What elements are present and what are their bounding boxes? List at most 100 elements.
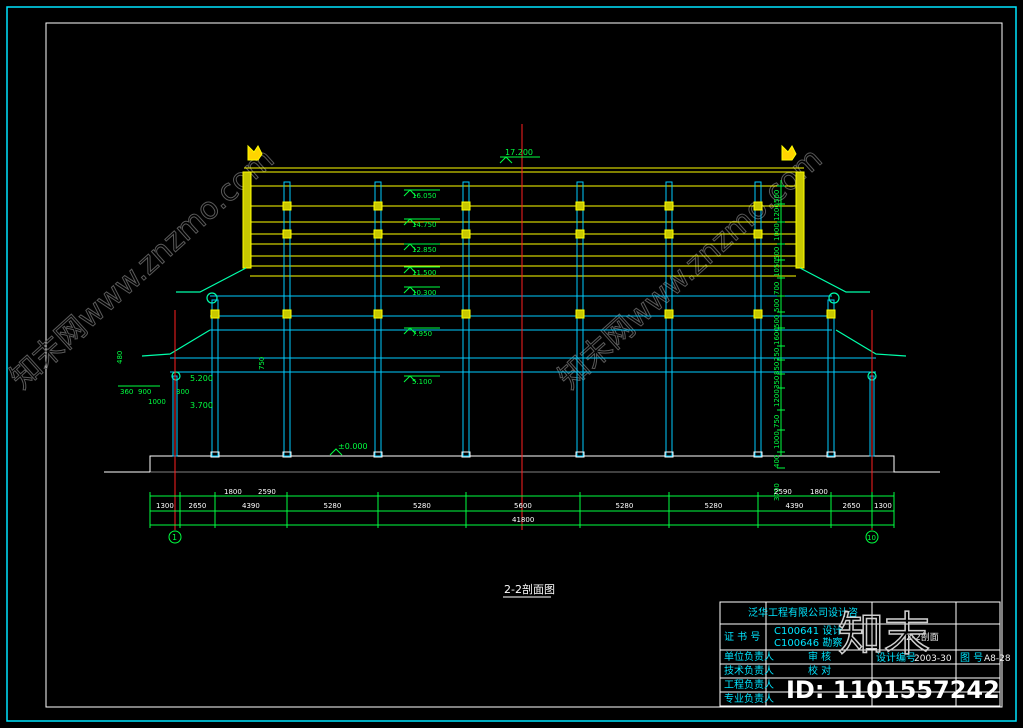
sub-dims: 1800 2590 2590 1800: [224, 488, 828, 496]
beam-joint: [575, 229, 585, 239]
left-dim-900: 900: [138, 388, 151, 396]
ridge-elevation-label: 17.200: [505, 148, 533, 157]
ground-elevation: ±0.000: [329, 442, 368, 456]
right-dim-label: 850: [773, 362, 781, 375]
tb-row-1: 单位负责人: [724, 650, 774, 663]
beam-joint: [664, 229, 674, 239]
beam-joint: [664, 309, 674, 319]
elevation-label: 12.850: [412, 246, 437, 254]
elevation-label: 7.950: [412, 330, 432, 338]
tb-row-4: 专业负责人: [724, 692, 774, 705]
column-base: [753, 451, 763, 458]
right-dim-label: 1200: [773, 389, 781, 407]
column-base: [282, 451, 292, 458]
elevation-label: 5.100: [412, 378, 432, 386]
left-dim-750: 750: [258, 357, 266, 370]
tb-review-2: 校 对: [808, 664, 831, 677]
eaves: [141, 267, 907, 381]
tb-cert-label: 证 书 号: [724, 631, 760, 643]
column: [754, 181, 762, 457]
right-dim-label: 3700: [773, 483, 781, 501]
tb-sheet-label: 图 号: [960, 652, 983, 664]
bottom-dim-label: 4390: [242, 502, 260, 510]
column-base: [373, 451, 383, 458]
column: [374, 181, 382, 457]
left-small-elevations: 5.200 3.700 480 360 900 300 1000 750: [116, 351, 266, 410]
total-dim: 41800: [512, 516, 534, 524]
column: [827, 299, 835, 457]
bottom-dim-label: 2650: [189, 502, 207, 510]
tb-row-2: 技术负责人: [724, 664, 774, 677]
beam-joint: [575, 201, 585, 211]
right-dim-label: 400: [773, 455, 781, 468]
left-elev-2: 3.700: [190, 401, 213, 410]
beam-joint: [373, 229, 383, 239]
bottom-dim-label: 1300: [874, 502, 892, 510]
bottom-dim-lines: [150, 495, 894, 526]
right-dim-label: 750: [773, 415, 781, 428]
right-dim-label: 350: [773, 376, 781, 389]
ground-elevation-label: ±0.000: [338, 442, 368, 451]
left-dim-360: 360: [120, 388, 133, 396]
sub-dim-right-2: 1800: [810, 488, 828, 496]
sub-dim-right-1: 2590: [774, 488, 792, 496]
right-dim-label: 250: [773, 348, 781, 361]
right-dim-label: 500: [773, 315, 781, 328]
beam-joint: [753, 309, 763, 319]
axis-bubble-right: 10: [865, 530, 879, 544]
title-block: 泛华工程有限公司设计咨 证 书 号 C100641 设计 C100646 勘察 …: [719, 601, 1011, 707]
outer-frame: [6, 6, 1017, 722]
tb-company: 泛华工程有限公司设计咨: [748, 606, 858, 619]
beam-joint: [753, 229, 763, 239]
tb-row-3: 工程负责人: [724, 678, 774, 691]
tb-cert-2: C100646 勘察: [774, 636, 842, 649]
elevation-label: 10.300: [412, 289, 437, 297]
beam-joint: [282, 229, 292, 239]
right-dim-label: 1000: [773, 431, 781, 449]
beam-joint: [282, 201, 292, 211]
bottom-dim-label: 4390: [786, 502, 804, 510]
axis-label-left: 1: [172, 533, 177, 542]
beam-joint: [826, 309, 836, 319]
beam-joint: [664, 201, 674, 211]
tb-cert-1: C100641 设计: [774, 624, 842, 637]
gable-walls: [242, 144, 805, 269]
tb-drawing-name: 2-2剖面: [906, 631, 939, 643]
column-base: [210, 451, 220, 458]
axis-bubble-left: 1: [168, 530, 182, 544]
section-title: 2-2剖面图: [504, 582, 555, 596]
tb-project-no: 2003-30: [914, 654, 952, 664]
beams-cyan: [170, 295, 876, 373]
columns: [172, 181, 875, 458]
right-dim-label: 700: [773, 282, 781, 295]
bottom-dim-label: 5280: [324, 502, 342, 510]
logo-watermark: 知末: [837, 606, 931, 662]
column-base: [575, 451, 585, 458]
beams: [244, 167, 804, 277]
bottom-dim-label: 5280: [413, 502, 431, 510]
beam-joint: [461, 229, 471, 239]
bottom-dim-label: 2650: [843, 502, 861, 510]
beam-joint: [210, 309, 220, 319]
column: [462, 181, 470, 457]
sub-dim-left-1: 1800: [224, 488, 242, 496]
beam-joint: [753, 201, 763, 211]
column: [283, 181, 291, 457]
column-base: [826, 451, 836, 458]
right-dim-label: 500: [773, 190, 781, 203]
left-dim-480: 480: [116, 351, 124, 364]
logo-text: 知末: [838, 607, 930, 661]
bottom-dim-label: 5280: [616, 502, 634, 510]
tb-review-1: 审 核: [808, 650, 831, 663]
right-vertical-dims: 5001200100050010507005005001600250850350…: [773, 185, 785, 501]
id-watermark: ID: 1101557242: [786, 676, 1000, 704]
bottom-dim-label: 1300: [156, 502, 174, 510]
column: [211, 299, 219, 457]
right-dim-label: 1000: [773, 223, 781, 241]
beam-joint: [373, 201, 383, 211]
column: [665, 181, 673, 457]
beam-joint: [461, 201, 471, 211]
